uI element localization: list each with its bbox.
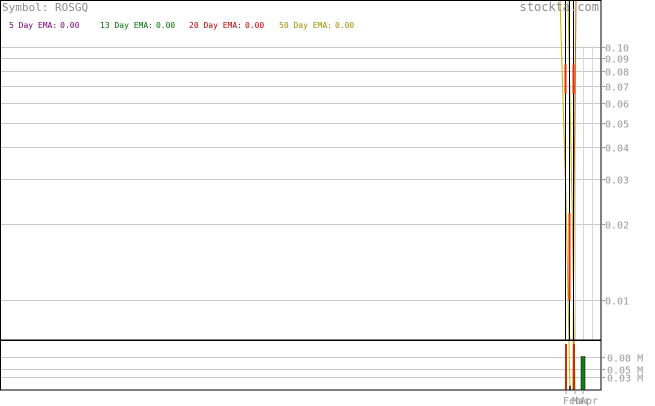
ema-legend: 5 Day EMA:0.00 13 Day EMA:0.00 20 Day EM… bbox=[9, 21, 354, 30]
date-tick-label: Apr bbox=[580, 396, 598, 406]
brand-logo-text: stockta.com bbox=[520, 0, 599, 14]
volume-panel-frame bbox=[0, 340, 602, 391]
symbol-label: Symbol: ROSGQ bbox=[2, 1, 88, 14]
price-tick-label: 0.09 bbox=[605, 55, 629, 66]
volume-bar bbox=[569, 385, 571, 390]
volume-bar bbox=[580, 356, 586, 391]
volume-bars bbox=[565, 344, 586, 391]
date-tick-label: Mar bbox=[572, 396, 590, 406]
candle-body bbox=[564, 64, 567, 94]
price-tick-label: 0.10 bbox=[605, 44, 629, 55]
candle-body bbox=[568, 213, 571, 300]
legend-ema50-value: 0.00 bbox=[335, 21, 354, 30]
legend-ema50: 50 Day EMA:0.00 bbox=[279, 21, 354, 30]
candle-body bbox=[572, 64, 575, 94]
price-panel-frame bbox=[0, 0, 602, 341]
price-tick-label: 0.04 bbox=[605, 144, 629, 155]
volume-tick-label: 0.03 M bbox=[607, 374, 643, 385]
price-tick-label: 0.07 bbox=[605, 83, 629, 94]
price-axis: 0.100.09 0.08 0.07 0.06 0.05 0.04 0.03 0.02 0.01 bbox=[601, 44, 629, 308]
volume-bar bbox=[573, 344, 575, 390]
legend-ema20-label: 20 Day EMA: bbox=[189, 21, 242, 30]
volume-tick-label: 0.05 M bbox=[607, 366, 643, 377]
legend-ema5: 5 Day EMA:0.00 bbox=[9, 21, 80, 30]
volume-tick-label: 0.08 M bbox=[607, 354, 643, 365]
price-tick-label: 0.06 bbox=[605, 100, 629, 111]
legend-ema13: 13 Day EMA:0.00 bbox=[100, 21, 175, 30]
legend-ema20-value: 0.00 bbox=[245, 21, 264, 30]
price-tick-label: 0.03 bbox=[605, 176, 629, 187]
legend-ema50-label: 50 Day EMA: bbox=[279, 21, 332, 30]
legend-ema5-value: 0.00 bbox=[60, 21, 79, 30]
volume-bar bbox=[565, 344, 567, 390]
legend-ema20: 20 Day EMA:0.00 bbox=[189, 21, 264, 30]
volume-axis: 0.08 M0.05 M0.03 M bbox=[601, 354, 643, 385]
date-tick-label: Feb bbox=[563, 396, 581, 406]
legend-ema13-label: 13 Day EMA: bbox=[100, 21, 153, 30]
price-tick-label: 0.05 bbox=[605, 120, 629, 131]
price-tick-label: 0.08 bbox=[605, 68, 629, 79]
price-tick-label: 0.01 bbox=[605, 297, 629, 308]
volume-grid bbox=[0, 357, 601, 378]
legend-ema5-label: 5 Day EMA: bbox=[9, 21, 57, 30]
panel-frames bbox=[0, 0, 602, 391]
price-grid bbox=[0, 46, 601, 340]
price-tick-label: 0.02 bbox=[605, 221, 629, 232]
legend-ema13-value: 0.00 bbox=[156, 21, 175, 30]
candles bbox=[564, 0, 575, 340]
